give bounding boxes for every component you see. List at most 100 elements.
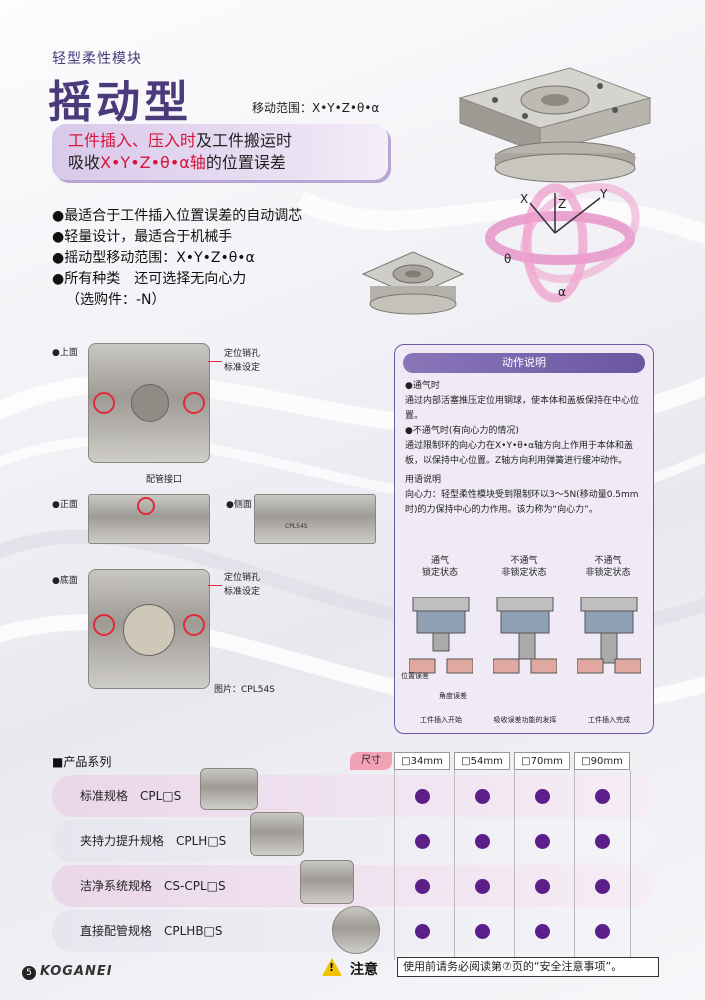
bottom-view-photo [88,569,210,689]
view-label-front: ●正面 [52,500,78,510]
front-view-photo [88,494,210,544]
feature-banner: 工件插入、压入时及工件搬运时 吸收X•Y•Z•θ•α轴的位置误差 [52,124,388,180]
action-explanation-panel: 动作说明 ●通气时 通过内部活塞推压定位用钢球，使本体和盖板保持在中心位置。 ●… [394,344,654,734]
warning-icon [322,958,342,976]
availability-dot [415,924,430,939]
size-col-34: □34mm [394,752,450,770]
photo-caption: 图片：CPL54S [214,685,275,695]
availability-dot [595,879,610,894]
row-label: 洁净系统规格 CS-CPL□S [80,879,226,893]
availability-dot [415,879,430,894]
availability-dot [595,789,610,804]
pin-hole-callout-top: 定位销孔标准设定 [224,349,261,373]
pin-hole-highlight [93,614,115,636]
table-divider [574,770,575,960]
availability-dot [595,924,610,939]
pipe-port-label: 配管接口 [146,475,183,485]
pin-hole-highlight [183,392,205,414]
mechanism-diagram-3 [577,597,641,674]
callout-line [208,585,222,586]
axis-alpha-label: α [558,285,566,299]
mechanism-diagram-2 [493,597,557,674]
page-subtitle: 轻型柔性模块 [52,51,142,67]
callout-line [208,361,222,362]
caution-note: 使用前请务必阅读第⑦页的“安全注意事项”。 [397,957,659,977]
state-label-2: 不通气非锁定状态 [501,556,547,578]
feature-item-note: （选购件：-N） [66,292,166,308]
feature-list: ●最适合于工件插入位置误差的自动调芯 ●轻量设计，最适合于机械手 ●摇动型移动范… [52,206,302,311]
feature-item: ●轻量设计，最适合于机械手 [52,229,233,245]
availability-dot [535,879,550,894]
feature-item: ●所有种类 还可选择无向心力 [52,271,247,287]
state-caption-3: 工件插入完成 [588,716,630,724]
availability-dot [535,789,550,804]
term-title: 用语说明 [405,475,442,485]
action-p2-text: 通过限制环的向心力在X•Y•θ•α轴方向上作用于本体和盖板，以保持中心位置。Z轴… [405,441,634,466]
feature-item: ●最适合于工件插入位置误差的自动调芯 [52,208,303,224]
action-p2-title: ●不通气时(有向心力的情况) [405,426,519,436]
side-marking: CPL54S [285,523,308,530]
pipe-port-highlight [137,497,155,515]
state-caption-2: 吸收误差功能的发挥 [493,716,557,724]
banner-line-2: 吸收X•Y•Z•θ•α轴的位置误差 [68,153,286,172]
series-row-high-grip: 夹持力提升规格 CPLH□S [52,820,654,862]
state-label-3: 不通气非锁定状态 [585,556,631,578]
size-col-54: □54mm [454,752,510,770]
series-title: ■产品系列 [52,755,112,769]
page-title: 摇动型 [48,77,192,128]
warning-icon-mark: ! [329,961,335,974]
table-divider [394,770,395,960]
row-product-image [332,906,380,954]
availability-dot [415,834,430,849]
axis-theta-label: θ [504,252,511,266]
series-row-standard: 标准规格 CPL□S [52,775,654,817]
size-tag: 尺寸 [350,752,392,770]
mechanism-diagram-1 [409,597,473,674]
row-label: 标准规格 CPL□S [80,789,182,803]
size-col-70: □70mm [514,752,570,770]
row-product-image [300,860,354,904]
row-label: 直接配管规格 CPLHB□S [80,924,223,938]
caution-label: 注意 [350,962,378,978]
row-product-image [200,768,258,810]
table-divider [630,770,631,960]
center-hub [131,384,169,422]
availability-dot [415,789,430,804]
top-view-photo [88,343,210,463]
table-divider [514,770,515,960]
table-divider [454,770,455,960]
banner-line-1: 工件插入、压入时及工件搬运时 [68,131,293,150]
brand-logo: KOGANEI [40,964,113,979]
move-range-text: 移动范围：X•Y•Z•θ•α [252,101,380,115]
action-body: ●通气时 通过内部活塞推压定位用钢球，使本体和盖板保持在中心位置。 ●不通气时(… [395,373,653,524]
availability-dot [475,924,490,939]
availability-dot [535,924,550,939]
pin-hole-highlight [183,614,205,636]
pos-error-label: 位置误差 [401,672,429,680]
axis-y-label: Y [599,187,608,201]
availability-dot [475,879,490,894]
availability-dot [475,834,490,849]
view-label-side: ●侧面 [226,500,252,510]
chamfer-label: 角度误差 [439,692,467,700]
pin-hole-highlight [93,392,115,414]
availability-dot [535,834,550,849]
state-label-1: 通气锁定状态 [421,556,458,578]
feature-item: ●摇动型移动范围：X•Y•Z•θ•α [52,250,255,266]
product-small-image [361,251,465,315]
row-product-image [250,812,304,856]
row-label: 夹持力提升规格 CPLH□S [80,834,227,848]
bottom-hub [123,604,175,656]
pin-hole-callout-bottom: 定位销孔标准设定 [224,573,261,597]
action-header: 动作说明 [403,353,645,373]
availability-dot [475,789,490,804]
view-label-top: ●上面 [52,348,78,358]
side-view-photo: CPL54S [254,494,376,544]
product-axis-illustration: X Y Z θ α [458,67,652,303]
action-p1-text: 通过内部活塞推压定位用钢球，使本体和盖板保持在中心位置。 [405,396,640,421]
size-col-90: □90mm [574,752,630,770]
view-label-bottom: ●底面 [52,576,78,586]
term-text: 向心力：轻型柔性模块受到限制环以3～5N(移动量0.5mm时)的力保持中心的力作… [405,490,639,515]
state-caption-1: 工件插入开始 [420,716,462,724]
